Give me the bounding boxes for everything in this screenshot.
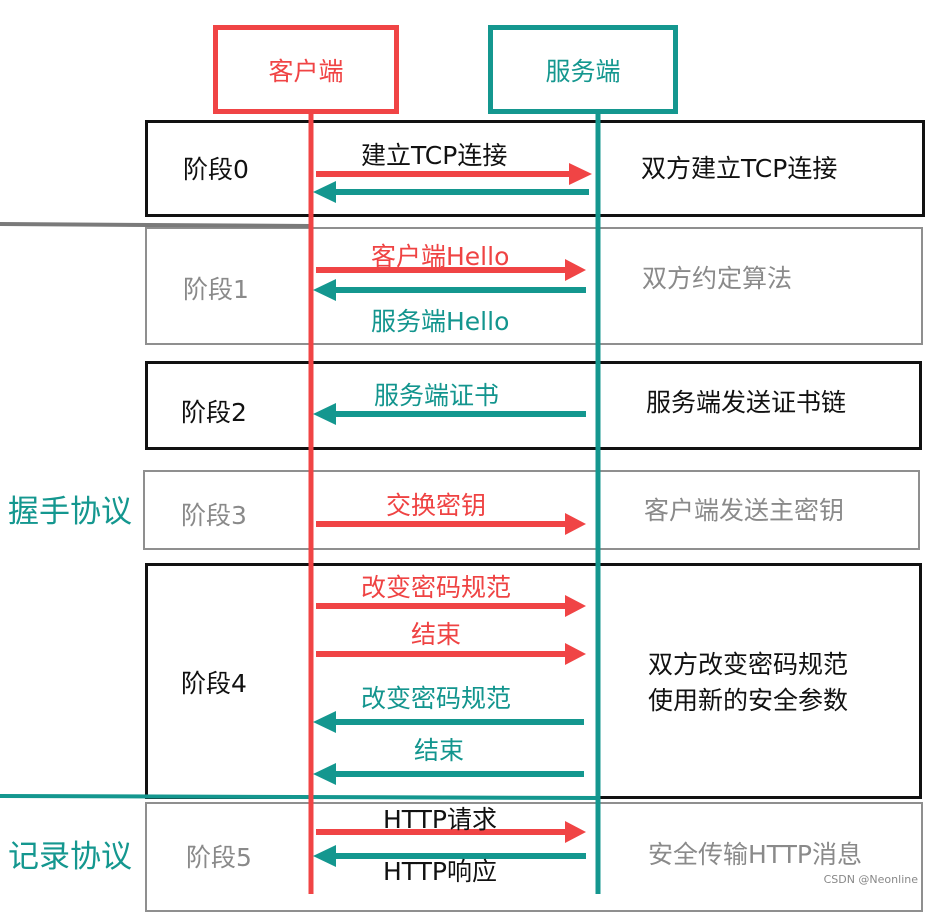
msg-label-stage1-2: 服务端Hello [371, 307, 510, 336]
arrow-s2c-stage5 [313, 845, 586, 867]
server-header-box: 服务端 [488, 25, 678, 114]
msg-label-stage3-1: 交换密钥 [386, 491, 487, 520]
phase-label-record: 记录协议 [8, 839, 132, 875]
arrow-c2s-stage5 [316, 821, 586, 843]
stage-desc-4-line2: 使用新的安全参数 [648, 686, 849, 715]
msg-label-stage5-2: HTTP响应 [383, 857, 497, 886]
watermark-text: CSDN @Neonline [823, 873, 918, 886]
arrow-s2c-stage0 [313, 181, 589, 203]
stage-desc-0: 双方建立TCP连接 [641, 154, 838, 183]
stage-label-0: 阶段0 [183, 155, 249, 184]
arrow-s2c-stage2 [313, 403, 586, 425]
stage-desc-5: 安全传输HTTP消息 [648, 840, 862, 869]
arrow-c2s-stage1 [316, 259, 586, 281]
stage-box-2 [145, 361, 922, 450]
stage-desc-1: 双方约定算法 [642, 264, 793, 293]
arrow-c2s-stage4-1 [316, 595, 586, 617]
arrow-s2c-stage1 [313, 279, 586, 301]
msg-label-stage4-2: 结束 [411, 620, 462, 649]
stage-desc-4-line1: 双方改变密码规范 [648, 650, 849, 679]
stage-label-4: 阶段4 [181, 669, 247, 698]
msg-label-stage2-1: 服务端证书 [374, 381, 500, 410]
stage-label-2: 阶段2 [181, 398, 247, 427]
msg-label-stage5-1: HTTP请求 [383, 805, 497, 834]
stage-box-0 [145, 120, 925, 217]
msg-label-stage4-3: 改变密码规范 [361, 684, 512, 713]
arrow-s2c-stage4-1 [313, 711, 584, 733]
server-header-label: 服务端 [545, 56, 621, 86]
client-header-label: 客户端 [268, 56, 344, 86]
stage-box-1 [145, 227, 923, 345]
msg-label-stage1-1: 客户端Hello [371, 242, 510, 271]
stage-desc-3: 客户端发送主密钥 [644, 496, 845, 525]
handshake-divider-line [0, 222, 311, 228]
arrow-c2s-stage4-2 [316, 643, 586, 665]
msg-label-stage4-1: 改变密码规范 [361, 573, 512, 602]
arrow-s2c-stage4-2 [313, 763, 584, 785]
phase-label-handshake: 握手协议 [8, 494, 132, 530]
stage-label-1: 阶段1 [183, 275, 249, 304]
arrow-c2s-stage0 [316, 163, 592, 185]
msg-label-stage0-1: 建立TCP连接 [361, 141, 508, 170]
stage-label-5: 阶段5 [186, 843, 252, 872]
client-header-box: 客户端 [213, 25, 399, 114]
stage-box-3 [143, 470, 920, 550]
stage-label-3: 阶段3 [181, 501, 247, 530]
arrow-c2s-stage3 [316, 513, 586, 535]
stage-desc-2: 服务端发送证书链 [646, 388, 847, 417]
msg-label-stage4-4: 结束 [414, 736, 465, 765]
record-divider-line [0, 794, 601, 800]
